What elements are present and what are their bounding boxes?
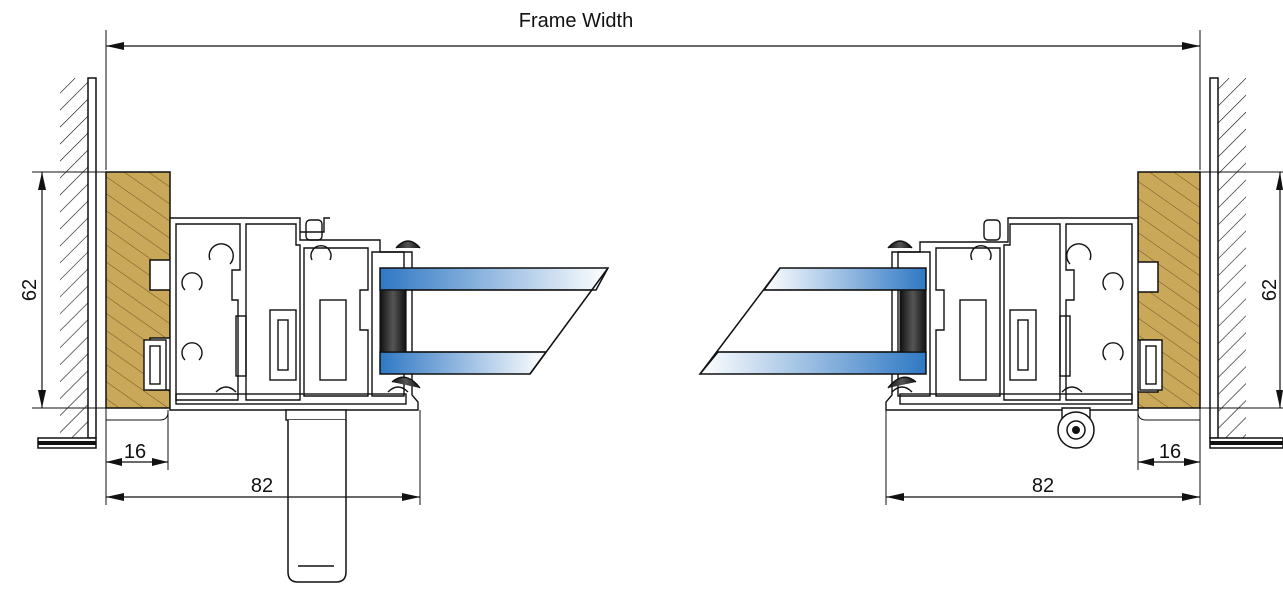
right-inset-label: 16 <box>1159 441 1181 463</box>
left-height-label: 62 <box>19 279 41 301</box>
left-depth-dimension: 82 <box>106 410 421 505</box>
left-glass-unit <box>379 267 610 375</box>
left-depth-label: 82 <box>251 475 273 497</box>
right-inset-dimension: 16 <box>1137 408 1201 505</box>
left-handle <box>285 409 347 583</box>
right-hinge <box>1057 407 1095 449</box>
right-height-dimension: 62 <box>1200 171 1283 409</box>
left-frame-profile <box>143 217 421 411</box>
left-wall <box>37 77 97 449</box>
right-frame-profile <box>885 217 1163 411</box>
frame-width-label: Frame Width <box>519 10 633 32</box>
right-glass-unit <box>698 267 927 375</box>
left-height-dimension: 62 <box>19 171 106 409</box>
right-depth-label: 82 <box>1032 475 1054 497</box>
left-inset-label: 16 <box>124 441 146 463</box>
left-inset-dimension: 16 <box>105 408 169 505</box>
right-height-label: 62 <box>1259 279 1281 301</box>
right-wall <box>1209 77 1283 449</box>
right-depth-dimension: 82 <box>885 410 1200 505</box>
frame-width-dimension: Frame Width <box>105 10 1201 170</box>
